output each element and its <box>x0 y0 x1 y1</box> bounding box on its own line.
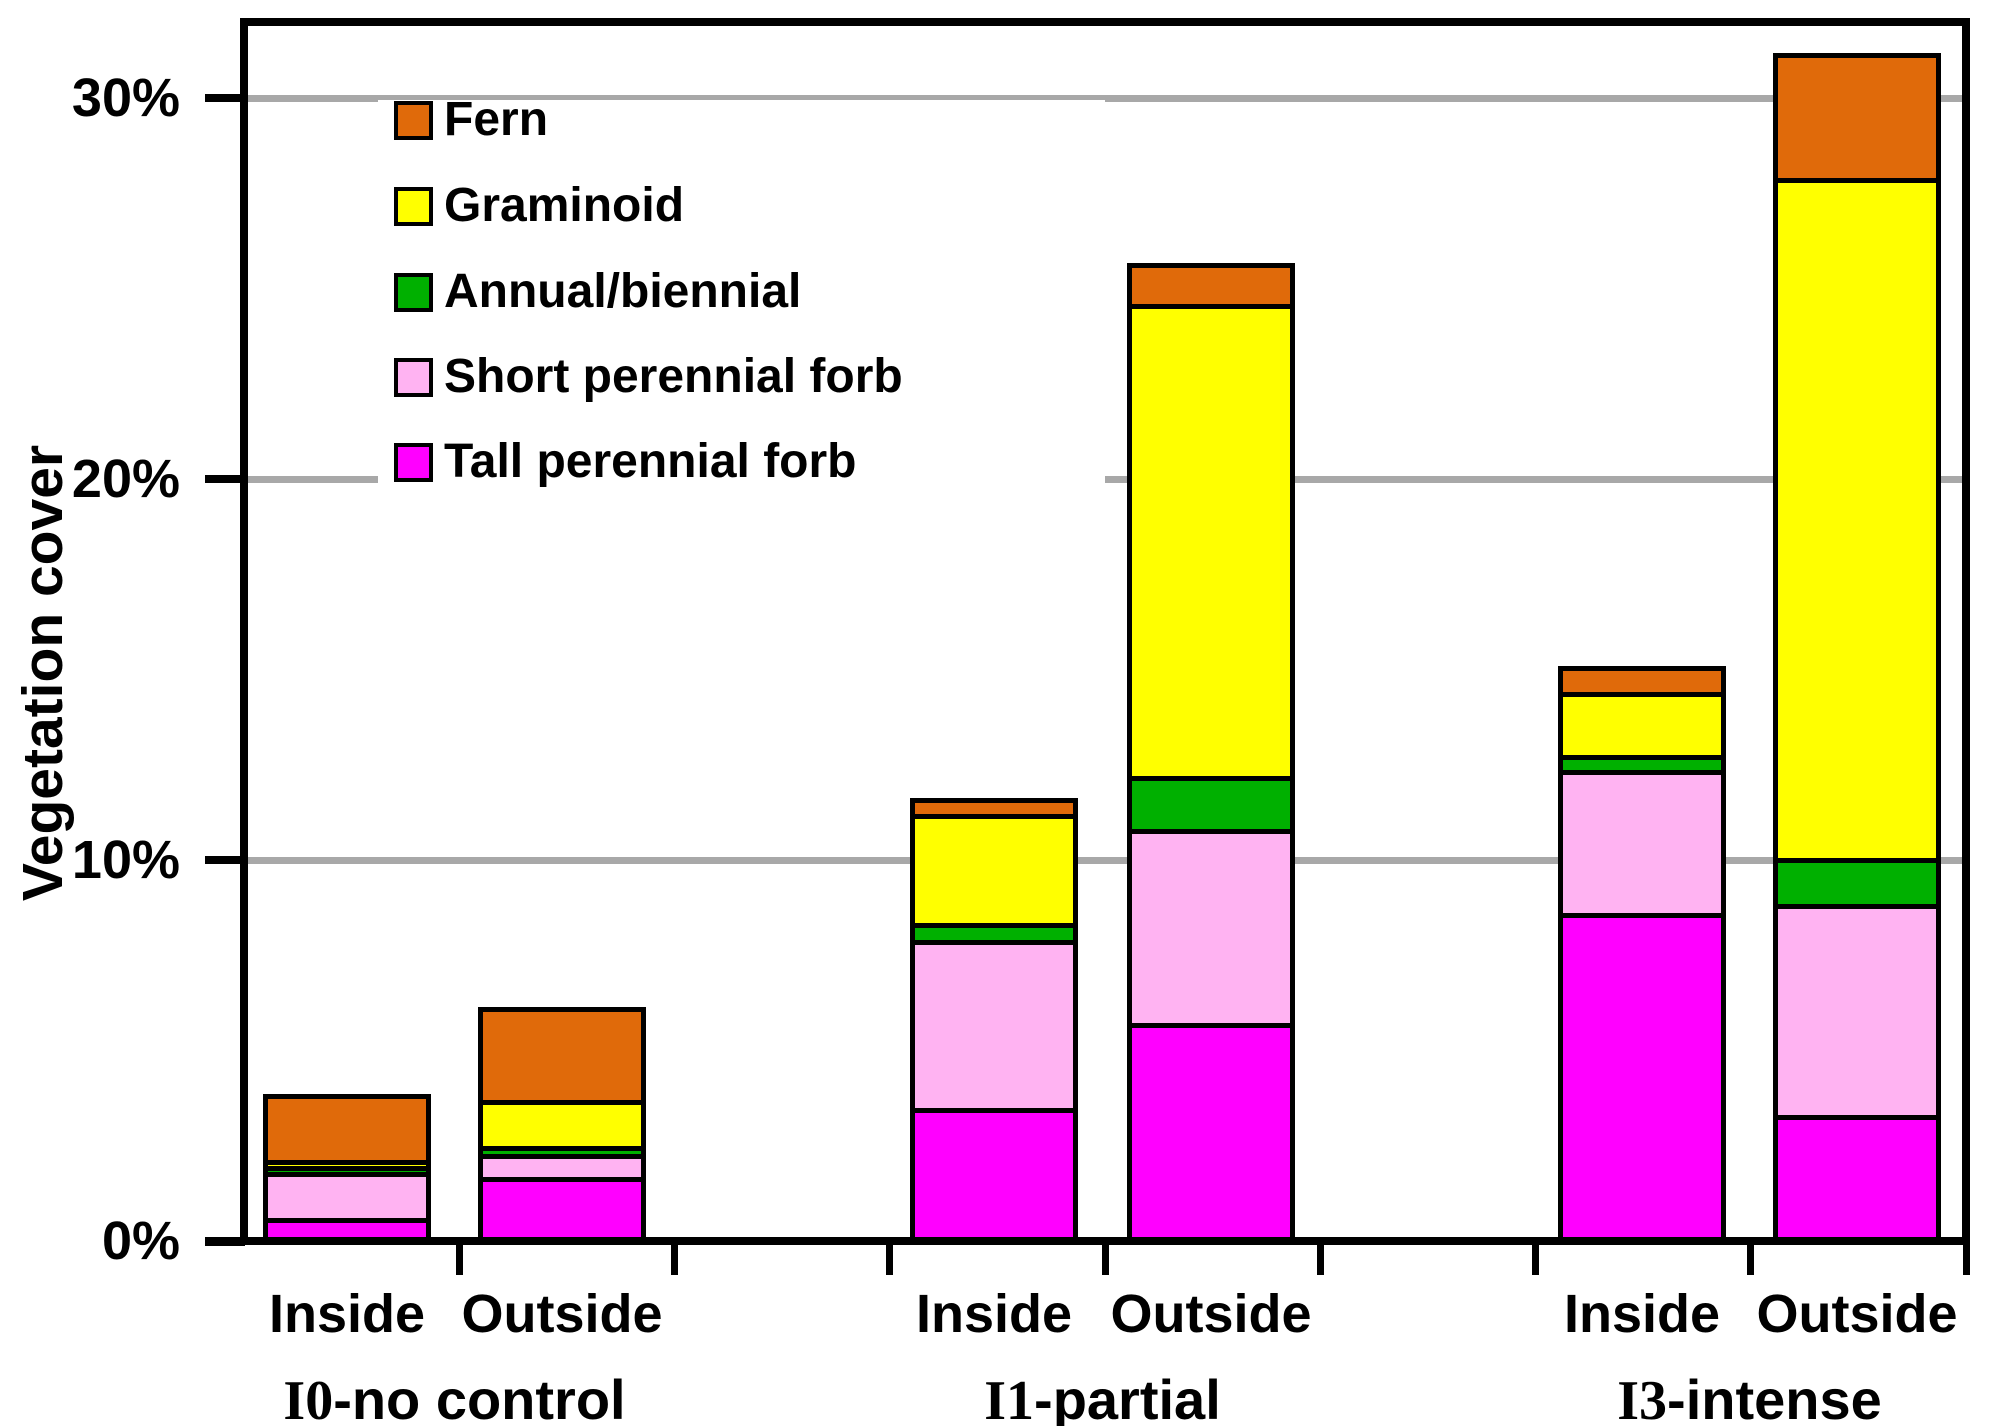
x-tick-4 <box>1101 1245 1109 1275</box>
x-label-inside-2: Inside <box>915 1284 1073 1344</box>
legend-label-tall-perennial-forb: Tall perennial forb <box>444 435 857 488</box>
y-tick-0pct <box>205 1237 242 1245</box>
gridline-30pct <box>248 94 1962 102</box>
x-tick-6 <box>1532 1245 1539 1275</box>
y-tick-label-0pct: 0% <box>101 1211 180 1271</box>
legend-label-short-perennial-forb: Short perennial forb <box>444 350 903 403</box>
segment-fern <box>1563 671 1721 692</box>
segment-short-perennial-forb <box>1563 770 1721 913</box>
x-tick-5 <box>1316 1245 1324 1275</box>
legend-label-fern: Fern <box>444 93 549 146</box>
segment-short-perennial-forb <box>1132 829 1290 1023</box>
segment-annual-biennial <box>915 923 1073 940</box>
group-label-i0: I0-no control <box>175 1372 735 1426</box>
segment-short-perennial-forb <box>268 1172 426 1218</box>
legend-swatch-short-perennial-forb <box>394 358 433 397</box>
group-label-prefix: I0 <box>283 1370 334 1426</box>
group-label-suffix: -partial <box>1034 1368 1221 1426</box>
y-tick-20pct <box>205 475 242 483</box>
y-tick-label-20pct: 20% <box>71 449 180 509</box>
gridline-20pct <box>248 475 1962 483</box>
segment-fern <box>915 803 1073 814</box>
x-label-outside-3: Outside <box>1110 1284 1312 1344</box>
segment-graminoid <box>1563 692 1721 755</box>
segment-graminoid <box>1132 304 1290 776</box>
group-label-i1: I1-partial <box>823 1372 1383 1426</box>
group-label-suffix: -no control <box>333 1368 626 1426</box>
x-tick-8 <box>1962 1245 1970 1275</box>
segment-graminoid <box>1778 178 1936 858</box>
bar-inside-2 <box>910 798 1078 1241</box>
x-label-inside-0: Inside <box>268 1284 426 1344</box>
x-tick-7 <box>1747 1245 1755 1275</box>
segment-tall-perennial-forb <box>1132 1023 1290 1240</box>
segment-short-perennial-forb <box>915 940 1073 1108</box>
segment-tall-perennial-forb <box>268 1218 426 1241</box>
segment-graminoid <box>268 1160 426 1166</box>
x-label-outside-5: Outside <box>1756 1284 1958 1344</box>
segment-fern <box>483 1012 641 1100</box>
x-tick-3 <box>886 1245 894 1275</box>
legend-swatch-graminoid <box>394 187 433 226</box>
y-tick-30pct <box>205 94 242 102</box>
segment-short-perennial-forb <box>1778 904 1936 1115</box>
segment-annual-biennial <box>1778 858 1936 904</box>
legend-box <box>378 100 1105 495</box>
group-label-i3: I3-intense <box>1470 1372 1990 1426</box>
group-label-prefix: I3 <box>1617 1370 1668 1426</box>
bar-inside-0 <box>263 1094 431 1241</box>
segment-annual-biennial <box>1563 755 1721 770</box>
segment-annual-biennial <box>1132 776 1290 829</box>
y-tick-label-10pct: 10% <box>71 830 180 890</box>
plot-border <box>240 18 1970 1245</box>
segment-tall-perennial-forb <box>915 1108 1073 1241</box>
segment-fern <box>1778 58 1936 178</box>
segment-graminoid <box>915 814 1073 923</box>
y-tick-label-30pct: 30% <box>71 68 180 128</box>
group-label-prefix: I1 <box>984 1370 1035 1426</box>
bar-outside-3 <box>1127 263 1295 1241</box>
segment-tall-perennial-forb <box>1778 1115 1936 1241</box>
bar-outside-5 <box>1773 53 1941 1241</box>
legend-label-annual-biennial: Annual/biennial <box>444 265 802 318</box>
segment-graminoid <box>483 1100 641 1146</box>
x-tick-2 <box>671 1245 678 1275</box>
segment-tall-perennial-forb <box>483 1177 641 1242</box>
segment-fern <box>268 1099 426 1160</box>
bar-outside-1 <box>478 1007 646 1242</box>
group-label-suffix: -intense <box>1667 1368 1882 1426</box>
segment-annual-biennial <box>268 1166 426 1172</box>
segment-fern <box>1132 268 1290 304</box>
y-tick-10pct <box>205 856 242 864</box>
segment-annual-biennial <box>483 1146 641 1154</box>
x-tick-1 <box>455 1245 463 1275</box>
gridline-10pct <box>248 856 1962 864</box>
bar-inside-4 <box>1558 666 1726 1241</box>
legend-swatch-tall-perennial-forb <box>394 443 433 482</box>
segment-short-perennial-forb <box>483 1154 641 1177</box>
legend-swatch-annual-biennial <box>394 273 433 312</box>
x-label-inside-4: Inside <box>1563 1284 1721 1344</box>
legend-swatch-fern <box>394 101 433 140</box>
x-label-outside-1: Outside <box>461 1284 663 1344</box>
legend-label-graminoid: Graminoid <box>444 179 685 232</box>
segment-tall-perennial-forb <box>1563 913 1721 1241</box>
